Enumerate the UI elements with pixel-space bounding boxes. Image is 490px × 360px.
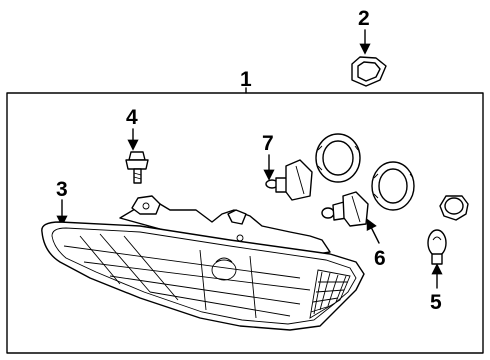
- callout-3: 3: [56, 178, 68, 201]
- wedge-bulb-part: [427, 229, 447, 265]
- callout-7: 7: [262, 132, 274, 155]
- assembly-frame: [6, 92, 484, 354]
- callout-4: 4: [126, 106, 138, 129]
- leader-6: [366, 218, 380, 244]
- bulb-socket-part: [439, 195, 469, 221]
- mounting-screw-part: [125, 151, 149, 184]
- callout-1: 1: [240, 68, 252, 91]
- retaining-ring-part: [315, 133, 361, 183]
- retaining-ring-2-part: [371, 161, 415, 211]
- headlamp-housing-part: [41, 195, 365, 331]
- callout-6: 6: [374, 247, 386, 270]
- headlamp-bulb-part: [265, 159, 313, 201]
- callout-2: 2: [358, 7, 370, 30]
- callout-5: 5: [430, 291, 442, 314]
- turn-bulb-part: [321, 191, 369, 227]
- socket-gasket-part: [351, 56, 387, 87]
